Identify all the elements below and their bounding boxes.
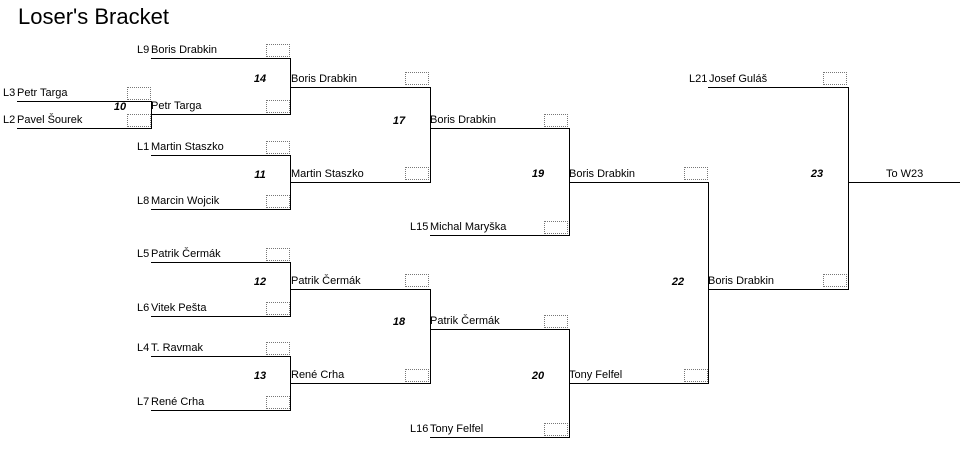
bracket-line	[290, 383, 430, 384]
seed-label: L7	[137, 396, 150, 408]
score-box[interactable]	[544, 315, 568, 328]
match-number: 12	[253, 276, 267, 288]
player-name: Petr Targa	[151, 100, 202, 112]
bracket-line	[290, 289, 430, 290]
match-number: 22	[671, 276, 685, 288]
player-name: René Crha	[291, 369, 345, 381]
bracket-line	[151, 262, 290, 263]
player-name: Boris Drabkin	[151, 44, 218, 56]
bracket-line	[708, 182, 709, 384]
match-number: 23	[810, 168, 824, 180]
seed-label: L21	[689, 73, 708, 85]
score-box[interactable]	[405, 167, 429, 180]
score-box[interactable]	[266, 248, 290, 261]
bracket-line	[430, 437, 569, 438]
bracket-line	[151, 316, 290, 317]
score-box[interactable]	[266, 342, 290, 355]
score-box[interactable]	[127, 114, 151, 127]
bracket-line	[848, 87, 849, 290]
seed-label: L8	[137, 195, 150, 207]
seed-label: L15	[410, 221, 429, 233]
bracket-line	[17, 101, 151, 102]
bracket-line	[430, 329, 569, 330]
match-number: 14	[253, 73, 267, 85]
bracket-line	[151, 410, 290, 411]
bracket-line	[290, 58, 291, 115]
bracket-line	[17, 128, 151, 129]
seed-label: L9	[137, 44, 150, 56]
player-name: Martin Staszko	[291, 168, 364, 180]
score-box[interactable]	[544, 423, 568, 436]
seed-label: L1	[137, 141, 150, 153]
score-box[interactable]	[823, 72, 847, 85]
player-name: Marcin Wojcik	[151, 195, 220, 207]
score-box[interactable]	[266, 195, 290, 208]
bracket-line	[151, 101, 152, 129]
player-name: Patrik Čermák	[151, 248, 221, 260]
advance-to-label: To W23	[886, 168, 924, 180]
score-box[interactable]	[405, 274, 429, 287]
match-number: 20	[531, 370, 545, 382]
bracket-line	[708, 87, 848, 88]
score-box[interactable]	[684, 167, 708, 180]
player-name: Petr Targa	[17, 87, 68, 99]
score-box[interactable]	[266, 100, 290, 113]
bracket-title: Loser's Bracket	[18, 4, 169, 29]
bracket-line	[151, 58, 290, 59]
bracket-line	[569, 383, 708, 384]
score-box[interactable]	[405, 72, 429, 85]
bracket-line	[430, 87, 431, 183]
bracket-line	[151, 114, 290, 115]
player-name: Tony Felfel	[430, 423, 484, 435]
player-name: Josef Guláš	[709, 73, 768, 85]
score-box[interactable]	[127, 87, 151, 100]
player-name: Boris Drabkin	[430, 114, 497, 126]
match-number: 19	[531, 168, 545, 180]
seed-label: L2	[3, 114, 16, 126]
player-name: Vitek Pešta	[151, 302, 207, 314]
seed-label: L4	[137, 342, 150, 354]
match-number: 11	[254, 169, 266, 181]
match-number: 10	[113, 101, 127, 113]
player-name: Patrik Čermák	[291, 275, 361, 287]
seed-label: L6	[137, 302, 150, 314]
score-box[interactable]	[405, 369, 429, 382]
score-box[interactable]	[823, 274, 847, 287]
score-box[interactable]	[544, 114, 568, 127]
player-name: Martin Staszko	[151, 141, 224, 153]
bracket-line	[151, 155, 290, 156]
bracket-line	[430, 128, 569, 129]
bracket-line	[430, 289, 431, 384]
player-name: Boris Drabkin	[569, 168, 636, 180]
seed-label: L16	[410, 423, 429, 435]
score-box[interactable]	[544, 221, 568, 234]
bracket-line	[848, 182, 960, 183]
player-name: Boris Drabkin	[708, 275, 775, 287]
score-box[interactable]	[266, 141, 290, 154]
bracket-line	[290, 87, 430, 88]
player-name: Tony Felfel	[569, 369, 623, 381]
player-name: Michal Maryška	[430, 221, 507, 233]
player-name: Patrik Čermák	[430, 315, 500, 327]
bracket-line	[290, 182, 430, 183]
match-number: 17	[392, 115, 406, 127]
bracket-line	[569, 182, 708, 183]
match-number: 13	[253, 370, 267, 382]
player-name: Boris Drabkin	[291, 73, 358, 85]
score-box[interactable]	[266, 302, 290, 315]
player-name: T. Ravmak	[151, 342, 203, 354]
player-name: René Crha	[151, 396, 205, 408]
bracket-line	[151, 356, 290, 357]
player-name: Pavel Šourek	[17, 114, 83, 126]
match-number: 18	[392, 316, 406, 328]
seed-label: L3	[3, 87, 16, 99]
score-box[interactable]	[684, 369, 708, 382]
bracket-line	[430, 235, 569, 236]
seed-label: L5	[137, 248, 150, 260]
score-box[interactable]	[266, 44, 290, 57]
bracket-line	[151, 209, 290, 210]
score-box[interactable]	[266, 396, 290, 409]
bracket-line	[708, 289, 848, 290]
